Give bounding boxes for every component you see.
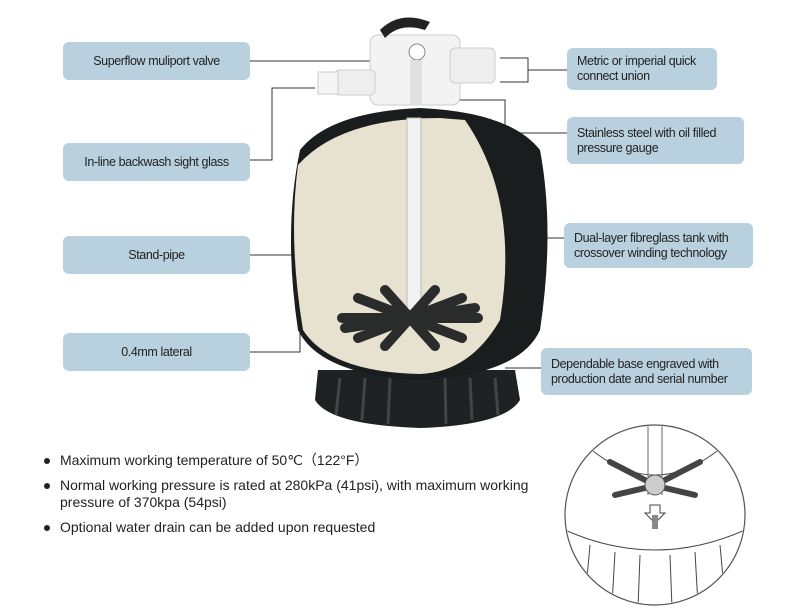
pressure-gauge: [408, 43, 426, 61]
drain-detail-inset: [564, 424, 746, 606]
spec-notes: Maximum working temperature of 50℃（122°F…: [44, 452, 544, 544]
callout-tank: Dual-layer fibreglass tank with crossove…: [564, 223, 753, 268]
callout-lateral: 0.4mm lateral: [63, 333, 250, 371]
callout-stand-pipe: Stand-pipe: [63, 236, 250, 274]
tank-base: [315, 370, 520, 428]
bullet-icon: [44, 483, 50, 489]
note-text: Optional water drain can be added upon r…: [60, 519, 376, 535]
callout-base: Dependable base engraved with production…: [541, 348, 752, 395]
note-text: Maximum working temperature of 50℃（122°F…: [60, 452, 369, 468]
callout-multiport-valve: Superflow muliport valve: [63, 42, 250, 80]
stand-pipe-shape: [406, 117, 422, 319]
sight-glass: [334, 69, 376, 96]
note-item: Optional water drain can be added upon r…: [44, 519, 544, 536]
bullet-icon: [44, 458, 50, 464]
arrow-down-icon: [643, 504, 667, 524]
note-item: Maximum working temperature of 50℃（122°F…: [44, 452, 544, 469]
laterals: [337, 285, 483, 351]
callout-pressure-gauge: Stainless steel with oil filled pressure…: [567, 117, 744, 164]
multiport-valve: [317, 17, 496, 106]
callout-union: Metric or imperial quick connect union: [567, 48, 717, 90]
note-item: Normal working pressure is rated at 280k…: [44, 477, 544, 511]
bullet-icon: [44, 525, 50, 531]
valve-handle: [380, 17, 430, 38]
callout-sight-glass: In-line backwash sight glass: [63, 143, 250, 181]
note-text: Normal working pressure is rated at 280k…: [60, 477, 529, 510]
